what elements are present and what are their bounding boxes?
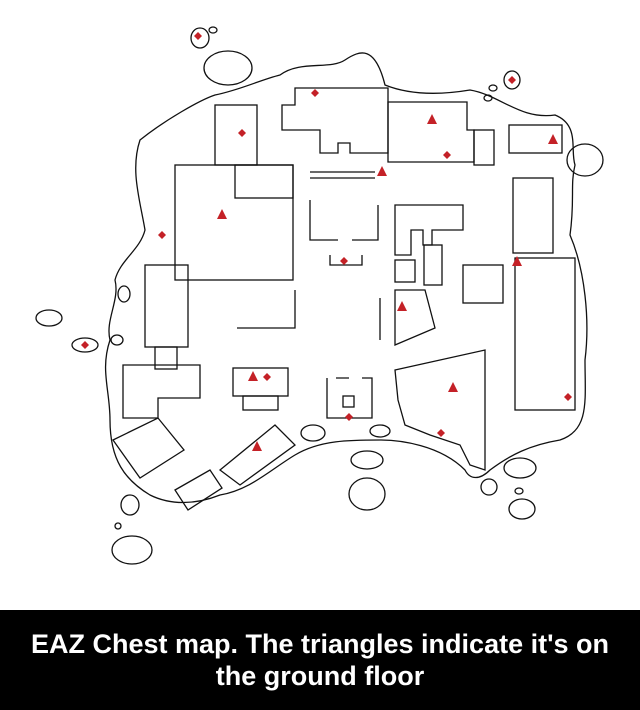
chest-triangle-icon xyxy=(397,301,407,311)
chest-diamond-icon xyxy=(158,231,166,239)
islet xyxy=(503,457,537,479)
islet xyxy=(514,487,524,495)
islet xyxy=(566,143,604,177)
building xyxy=(232,367,289,397)
chest-triangle-icon xyxy=(548,134,558,144)
chest-triangle-icon xyxy=(427,114,437,124)
islet xyxy=(111,535,153,565)
chest-diamond-icon xyxy=(564,393,572,401)
chest-diamond-icon xyxy=(508,76,516,84)
chest-triangle-icon xyxy=(248,371,258,381)
islet xyxy=(190,27,210,49)
islet xyxy=(114,522,122,530)
islet xyxy=(117,285,131,303)
marker-layer xyxy=(81,32,572,451)
chest-diamond-icon xyxy=(443,151,451,159)
building xyxy=(394,289,436,346)
chest-triangle-icon xyxy=(217,209,227,219)
building xyxy=(218,424,296,486)
building xyxy=(329,255,363,266)
islet xyxy=(483,94,493,102)
island-outline xyxy=(104,52,588,504)
building xyxy=(214,104,258,166)
building xyxy=(144,264,189,348)
chest-triangle-icon xyxy=(512,256,522,266)
building xyxy=(174,469,223,511)
building xyxy=(423,244,443,286)
islet xyxy=(110,334,124,346)
islet xyxy=(348,477,386,511)
building xyxy=(174,164,294,281)
building xyxy=(462,264,504,304)
building xyxy=(394,349,486,471)
building xyxy=(237,290,296,329)
islet xyxy=(369,424,391,438)
chest-diamond-icon xyxy=(437,429,445,437)
building xyxy=(309,200,379,241)
building xyxy=(281,87,389,154)
islet xyxy=(208,26,218,34)
islet xyxy=(488,84,498,92)
building xyxy=(387,101,475,163)
building xyxy=(394,204,464,256)
building xyxy=(512,177,554,254)
building xyxy=(112,417,185,479)
chest-triangle-icon xyxy=(377,166,387,176)
chest-triangle-icon xyxy=(448,382,458,392)
chest-map xyxy=(35,26,604,565)
caption-bar: EAZ Chest map. The triangles indicate it… xyxy=(0,610,640,710)
building xyxy=(154,346,178,370)
building xyxy=(122,364,201,419)
islet xyxy=(71,337,99,353)
building xyxy=(514,257,576,411)
islet xyxy=(35,309,63,327)
chest-triangle-icon xyxy=(252,441,262,451)
building xyxy=(394,259,416,283)
building xyxy=(234,164,294,199)
chest-diamond-icon xyxy=(311,89,319,97)
building xyxy=(310,171,375,179)
chest-diamond-icon xyxy=(263,373,271,381)
building xyxy=(473,129,495,166)
islet xyxy=(480,478,498,496)
islet xyxy=(203,50,253,86)
chest-diamond-icon xyxy=(238,129,246,137)
chest-diamond-icon xyxy=(340,257,348,265)
chest-diamond-icon xyxy=(345,413,353,421)
building xyxy=(326,377,373,419)
islet xyxy=(350,450,384,470)
chest-diamond-icon xyxy=(194,32,202,40)
chest-diamond-icon xyxy=(81,341,89,349)
islet xyxy=(300,424,326,442)
building xyxy=(242,395,279,411)
building xyxy=(508,124,563,154)
caption-text: EAZ Chest map. The triangles indicate it… xyxy=(30,629,610,691)
islet xyxy=(503,70,521,90)
islet xyxy=(508,498,536,520)
building xyxy=(342,395,355,408)
map-svg xyxy=(35,26,604,565)
islet xyxy=(120,494,140,516)
